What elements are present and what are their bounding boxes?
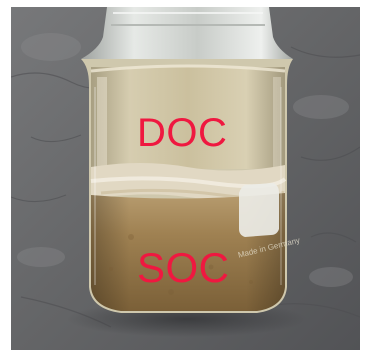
stone-texture xyxy=(11,46,360,328)
jar-neck xyxy=(81,7,293,59)
doc-label: DOC xyxy=(137,111,228,155)
clear-liquid xyxy=(91,67,285,169)
glass-label-patch xyxy=(239,183,279,237)
soc-label: SOC xyxy=(137,244,230,291)
photo-frame: DOC SOC Made in Germany xyxy=(11,7,360,350)
jar-photo xyxy=(11,7,360,350)
